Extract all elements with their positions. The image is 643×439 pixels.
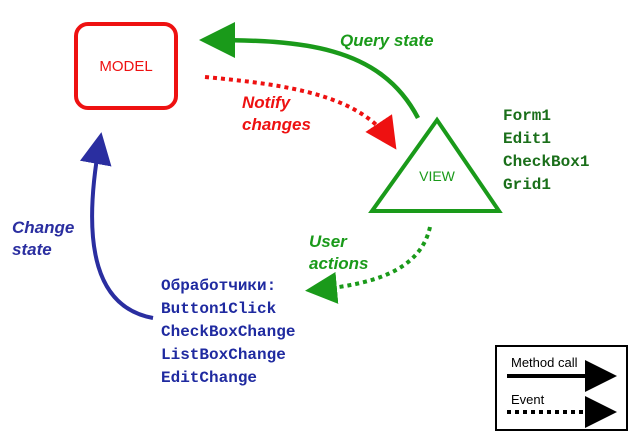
- change-state-arrow: [79, 132, 154, 320]
- handler-item: Button1Click: [161, 300, 277, 318]
- controller-handlers-list: Обработчики: Button1Click CheckBoxChange…: [161, 275, 295, 390]
- user-actions-label-line2: actions: [309, 254, 369, 273]
- user-actions-label-line1: User: [309, 232, 347, 251]
- model-box: MODEL: [74, 22, 178, 110]
- notify-changes-label-line1: Notify: [242, 93, 291, 112]
- handler-item: CheckBoxChange: [161, 323, 296, 341]
- notify-changes-label-line2: changes: [242, 115, 311, 134]
- handler-item: EditChange: [161, 369, 258, 387]
- legend-event-label: Event: [511, 392, 545, 407]
- controller-title: Обработчики:: [161, 277, 277, 295]
- notify-changes-arrow: [204, 75, 397, 150]
- view-component-item: Grid1: [503, 176, 552, 194]
- change-state-label-line1: Change: [12, 218, 75, 237]
- view-component-item: CheckBox1: [503, 153, 590, 171]
- view-triangle: [368, 116, 503, 213]
- legend-lines: [507, 360, 617, 428]
- notify-changes-label: Notify changes: [242, 92, 311, 136]
- view-component-item: Edit1: [503, 130, 552, 148]
- change-state-label: Change state: [12, 217, 74, 261]
- model-label: MODEL: [99, 57, 153, 75]
- view-components-list: Form1 Edit1 CheckBox1 Grid1: [503, 105, 589, 197]
- change-state-label-line2: state: [12, 240, 52, 259]
- handler-item: ListBoxChange: [161, 346, 286, 364]
- user-actions-arrow: [305, 226, 432, 304]
- user-actions-label: User actions: [309, 231, 369, 275]
- view-component-item: Form1: [503, 107, 552, 125]
- query-state-arrow: [199, 22, 420, 120]
- legend-method-call-label: Method call: [511, 355, 578, 370]
- view-label: VIEW: [419, 168, 455, 184]
- legend: Method call Event: [495, 345, 628, 431]
- query-state-label: Query state: [340, 31, 434, 50]
